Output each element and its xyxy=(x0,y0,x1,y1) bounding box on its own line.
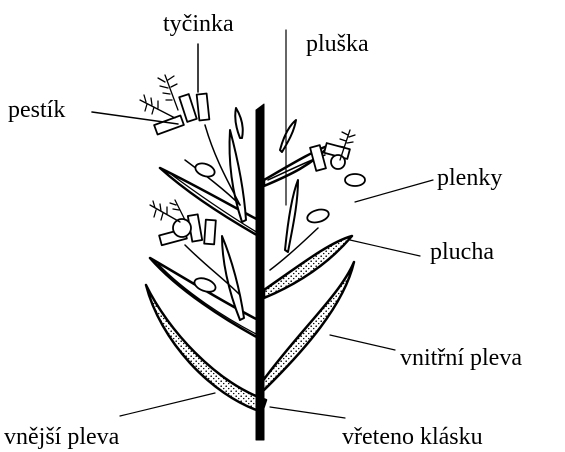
anther-2 xyxy=(197,94,210,121)
label-stamen: tyčinka xyxy=(163,12,234,36)
anther-5 xyxy=(204,220,216,245)
stigma-2 xyxy=(140,95,175,118)
label-lemma: plucha xyxy=(430,240,494,264)
stigma-1 xyxy=(158,75,178,110)
label-lodicules: plenky xyxy=(437,166,502,190)
leader-rachilla xyxy=(270,407,345,418)
palea-4 xyxy=(280,120,296,152)
leader-pistil xyxy=(92,112,178,124)
ovary-1 xyxy=(194,161,217,179)
leader-outer-glume xyxy=(120,393,215,416)
anther-3 xyxy=(154,116,184,135)
palea-3 xyxy=(285,180,298,252)
label-outer-glume: vnější pleva xyxy=(4,425,119,449)
leader-lodicules xyxy=(355,180,433,202)
label-pistil: pestík xyxy=(8,98,65,122)
leader-lemma xyxy=(350,240,420,256)
ovary-4 xyxy=(306,207,330,224)
ovary-3 xyxy=(331,155,345,169)
label-awn: pluška xyxy=(306,32,369,56)
rachilla xyxy=(256,104,264,440)
leader-inner-glume xyxy=(330,335,395,350)
label-inner-glume: vnitřní pleva xyxy=(400,346,522,370)
palea-5 xyxy=(235,108,243,138)
ovary-2 xyxy=(173,219,191,237)
label-rachilla: vřeteno klásku xyxy=(342,425,483,449)
